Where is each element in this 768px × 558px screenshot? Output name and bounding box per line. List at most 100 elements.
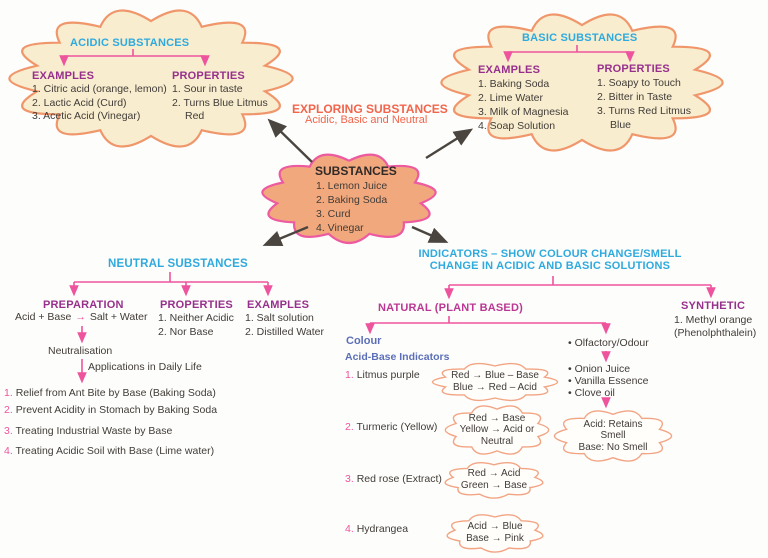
indicator-row: 4. Hydrangea <box>345 523 408 535</box>
list-item: 3. Turns Red Litmus <box>597 105 691 117</box>
equation-right: Salt + Water <box>89 311 148 323</box>
red-rose-result-cloud: Red → Acid Green → Base <box>441 459 547 501</box>
neutral-properties-title: PROPERTIES <box>160 299 233 311</box>
item-number: 1. <box>4 387 13 399</box>
item-text: Relief from Ant Bite by Base (Baking Sod… <box>15 387 216 399</box>
list-item: 2. Baking Soda <box>316 194 388 206</box>
basic-properties-list: 1. Soapy to Touch 2. Bitter in Taste 3. … <box>597 76 691 132</box>
cloud-line: Neutral <box>480 435 514 447</box>
item-text: Treating Industrial Waste by Base <box>15 425 173 437</box>
list-item: 2. Nor Base <box>158 325 214 338</box>
list-item: 2. Bitter in Taste <box>597 91 673 103</box>
acidic-properties-list: 1. Sour in taste 2. Turns Blue Litmus Re… <box>172 83 268 124</box>
list-item: 2. Lime Water <box>478 92 543 104</box>
item-number: 4. <box>4 445 13 457</box>
list-item: 2. Distilled Water <box>245 325 324 338</box>
list-item: (Phenolphthalein) <box>674 326 757 339</box>
cloud-line: Acid: Retains <box>583 418 643 430</box>
list-item: Red <box>185 110 205 123</box>
indicator-row: 2. Turmeric (Yellow) <box>345 421 437 433</box>
list-item: 4. Vinegar <box>316 222 364 234</box>
neutral-examples-list: 1. Salt solution 2. Distilled Water <box>245 312 324 339</box>
cloud-line: Red → Acid <box>467 468 521 480</box>
basic-cloud-shape <box>438 10 726 155</box>
list-item: 1. Lemon Juice <box>316 180 388 192</box>
neutral-title: NEUTRAL SUBSTANCES <box>108 258 248 270</box>
indicator-name: Litmus purple <box>356 369 420 381</box>
exploring-title: EXPLORING SUBSTANCES <box>292 102 448 116</box>
substances-title: SUBSTANCES <box>315 164 397 178</box>
cloud-text: Red → Base Yellow → Acid or Neutral <box>460 413 535 448</box>
indicators-title: INDICATORS – SHOW COLOUR CHANGE/SMELL CH… <box>400 248 700 272</box>
applications-label: Applications in Daily Life <box>88 361 202 373</box>
item-number: 2. <box>345 421 354 433</box>
indicator-name: Red rose (Extract) <box>356 473 442 485</box>
neutralisation-equation: Acid + Base → Salt + Water <box>15 311 148 325</box>
synthetic-title: SYNTHETIC <box>681 300 746 312</box>
list-item: 1. Citric acid (orange, lemon) <box>32 83 167 95</box>
list-item: 1. Neither Acidic <box>158 312 234 324</box>
application-item: 4. Treating Acidic Soil with Base (Lime … <box>4 445 214 459</box>
olfactory-label: • Olfactory/Odour <box>568 337 649 349</box>
neutral-properties-list: 1. Neither Acidic 2. Nor Base <box>158 312 234 339</box>
litmus-result-cloud: Red → Blue – Base Blue → Red – Acid <box>429 360 561 404</box>
cloud-line: Base → Pink <box>466 533 524 544</box>
basic-title: BASIC SUBSTANCES <box>522 32 638 44</box>
olfactory-result-cloud: Acid: Retains Smell Base: No Smell <box>551 407 675 465</box>
cloud-line: Blue → Red – Acid <box>453 382 537 393</box>
exploring-subtitle: Acidic, Basic and Neutral <box>305 114 428 126</box>
item-number: 2. <box>4 404 13 416</box>
indicators-title-line1: INDICATORS – SHOW COLOUR CHANGE/SMELL <box>418 248 682 260</box>
cloud-line: Red → Base <box>468 412 526 424</box>
basic-examples-title: EXAMPLES <box>478 64 541 76</box>
cloud-line: Yellow → Acid or <box>459 424 535 436</box>
item-text: Prevent Acidity in Stomach by Baking Sod… <box>15 404 218 416</box>
list-item: 3. Acetic Acid (Vinegar) <box>32 110 141 123</box>
centre-arrows <box>262 118 474 247</box>
substances-cloud-shape <box>258 150 440 246</box>
acidic-cloud-shape <box>6 6 296 151</box>
acidic-title: ACIDIC SUBSTANCES <box>70 37 190 49</box>
neutral-examples-title: EXAMPLES <box>247 299 310 311</box>
acidic-properties-title: PROPERTIES <box>172 70 245 82</box>
synthetic-list: 1. Methyl orange (Phenolphthalein) <box>674 314 756 339</box>
neutralisation-label: Neutralisation <box>48 345 113 357</box>
hydrangea-result-cloud: Acid → Blue Base → Pink <box>443 511 547 555</box>
list-item: 3. Curd <box>316 208 351 220</box>
pink-connectors <box>59 45 716 409</box>
cloud-line: Green → Base <box>460 480 528 491</box>
acidic-examples-list: 1. Citric acid (orange, lemon) 2. Lactic… <box>32 83 167 124</box>
application-item: 2. Prevent Acidity in Stomach by Baking … <box>4 404 217 418</box>
application-item: 1. Relief from Ant Bite by Base (Baking … <box>4 387 216 401</box>
cloud-line: Base: No Smell <box>578 441 648 453</box>
list-item: Blue <box>610 119 632 131</box>
list-item: 4. Soap Solution <box>478 120 556 132</box>
olfactory-list: • Onion Juice • Vanilla Essence • Clove … <box>568 363 649 399</box>
turmeric-result-cloud: Red → Base Yellow → Acid or Neutral <box>442 402 552 458</box>
indicator-name: Turmeric (Yellow) <box>356 421 438 433</box>
list-item: 1. Methyl orange <box>674 314 753 326</box>
cloud-line: Smell <box>600 430 626 442</box>
substances-list: 1. Lemon Juice 2. Baking Soda 3. Curd 4.… <box>316 179 387 235</box>
cloud-text: Acid → Blue Base → Pink <box>466 521 524 544</box>
cloud-text: Acid: Retains Smell Base: No Smell <box>579 419 648 454</box>
item-number: 3. <box>4 425 13 437</box>
natural-title: NATURAL (PLANT BASED) <box>378 302 523 314</box>
list-item: 1. Sour in taste <box>172 83 243 95</box>
indicator-row: 3. Red rose (Extract) <box>345 473 442 485</box>
list-item: • Clove oil <box>568 386 615 399</box>
cloud-line: Acid → Blue <box>467 521 523 533</box>
acidic-examples-title: EXAMPLES <box>32 70 95 82</box>
list-item: 1. Soapy to Touch <box>597 77 681 89</box>
preparation-title: PREPARATION <box>43 299 124 311</box>
list-item: • Onion Juice <box>568 363 631 375</box>
list-item: 3. Milk of Magnesia <box>478 106 569 118</box>
list-item: 1. Baking Soda <box>478 78 550 90</box>
basic-properties-title: PROPERTIES <box>597 63 670 75</box>
cloud-text: Red → Blue – Base Blue → Red – Acid <box>451 370 539 393</box>
list-item: • Vanilla Essence <box>568 374 649 387</box>
item-number: 3. <box>345 473 354 485</box>
item-text: Treating Acidic Soil with Base (Lime wat… <box>15 445 215 457</box>
